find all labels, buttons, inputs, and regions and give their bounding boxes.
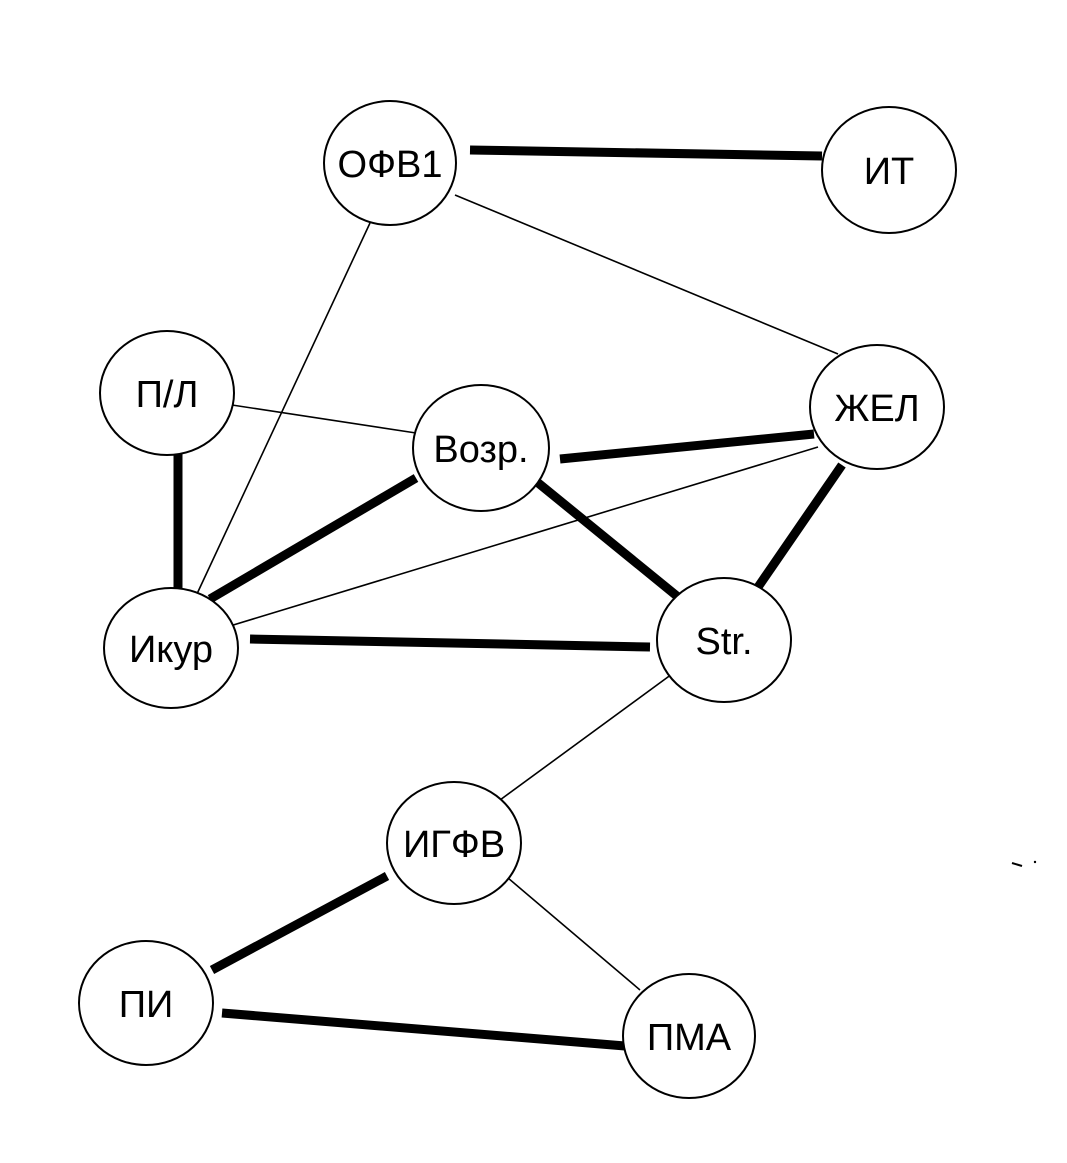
- node-str-label: Str.: [695, 621, 752, 663]
- edge-vozr-ikur: [207, 474, 419, 603]
- edge-pi-pma: [221, 1008, 626, 1051]
- edges-layer: [173, 145, 846, 1051]
- node-ikur-circle: [103, 587, 239, 709]
- edge-str-igfv: [499, 673, 673, 801]
- edge-igfv-pi: [209, 872, 390, 974]
- node-igfv: ИГФВ: [386, 781, 522, 905]
- edge-igfv-pma: [507, 877, 641, 991]
- node-pi-circle: [78, 940, 214, 1066]
- node-pi-label: ПИ: [119, 984, 174, 1026]
- node-ikur-label: Икур: [129, 629, 213, 671]
- node-igfv-circle: [386, 781, 522, 905]
- edge-zhel-ikur: [229, 446, 819, 627]
- node-ofv1-circle: [323, 100, 457, 226]
- node-zhel: ЖЕЛ: [809, 344, 945, 470]
- node-it-label: ИТ: [864, 151, 915, 193]
- edge-ofv1-zhel: [454, 194, 839, 355]
- node-pl-circle: [99, 330, 235, 456]
- node-it-circle: [821, 106, 957, 234]
- node-ikur: Икур: [103, 587, 239, 709]
- node-zhel-circle: [809, 344, 945, 470]
- node-vozr-circle: [412, 384, 550, 512]
- edge-vozr-zhel: [559, 429, 815, 464]
- node-pl-label: П/Л: [136, 374, 199, 416]
- node-vozr-label: Возр.: [433, 429, 528, 471]
- edge-ikur-str: [249, 634, 651, 652]
- node-ofv1: ОФВ1: [323, 100, 457, 226]
- node-pma-circle: [622, 973, 756, 1099]
- edge-zhel-str: [752, 462, 846, 593]
- node-str: Str.: [656, 577, 792, 703]
- node-pma-label: ПМА: [647, 1017, 732, 1059]
- nodes-layer: ОФВ1 ИТ П/Л ЖЕЛ Возр. Икур Str. ИГФВ: [78, 100, 957, 1099]
- edge-ofv1-ikur: [195, 222, 371, 597]
- node-pi: ПИ: [78, 940, 214, 1066]
- node-str-circle: [656, 577, 792, 703]
- node-it: ИТ: [821, 106, 957, 234]
- node-pma: ПМА: [622, 973, 756, 1099]
- edge-pl-vozr: [231, 404, 417, 434]
- node-pl: П/Л: [99, 330, 235, 456]
- edge-vozr-str: [534, 478, 686, 605]
- node-igfv-label: ИГФВ: [403, 824, 505, 866]
- node-zhel-label: ЖЕЛ: [834, 388, 919, 430]
- node-ofv1-label: ОФВ1: [338, 144, 443, 186]
- scan-speck: [1011, 860, 1037, 867]
- node-vozr: Возр.: [412, 384, 550, 512]
- edge-ofv1-it: [469, 145, 823, 161]
